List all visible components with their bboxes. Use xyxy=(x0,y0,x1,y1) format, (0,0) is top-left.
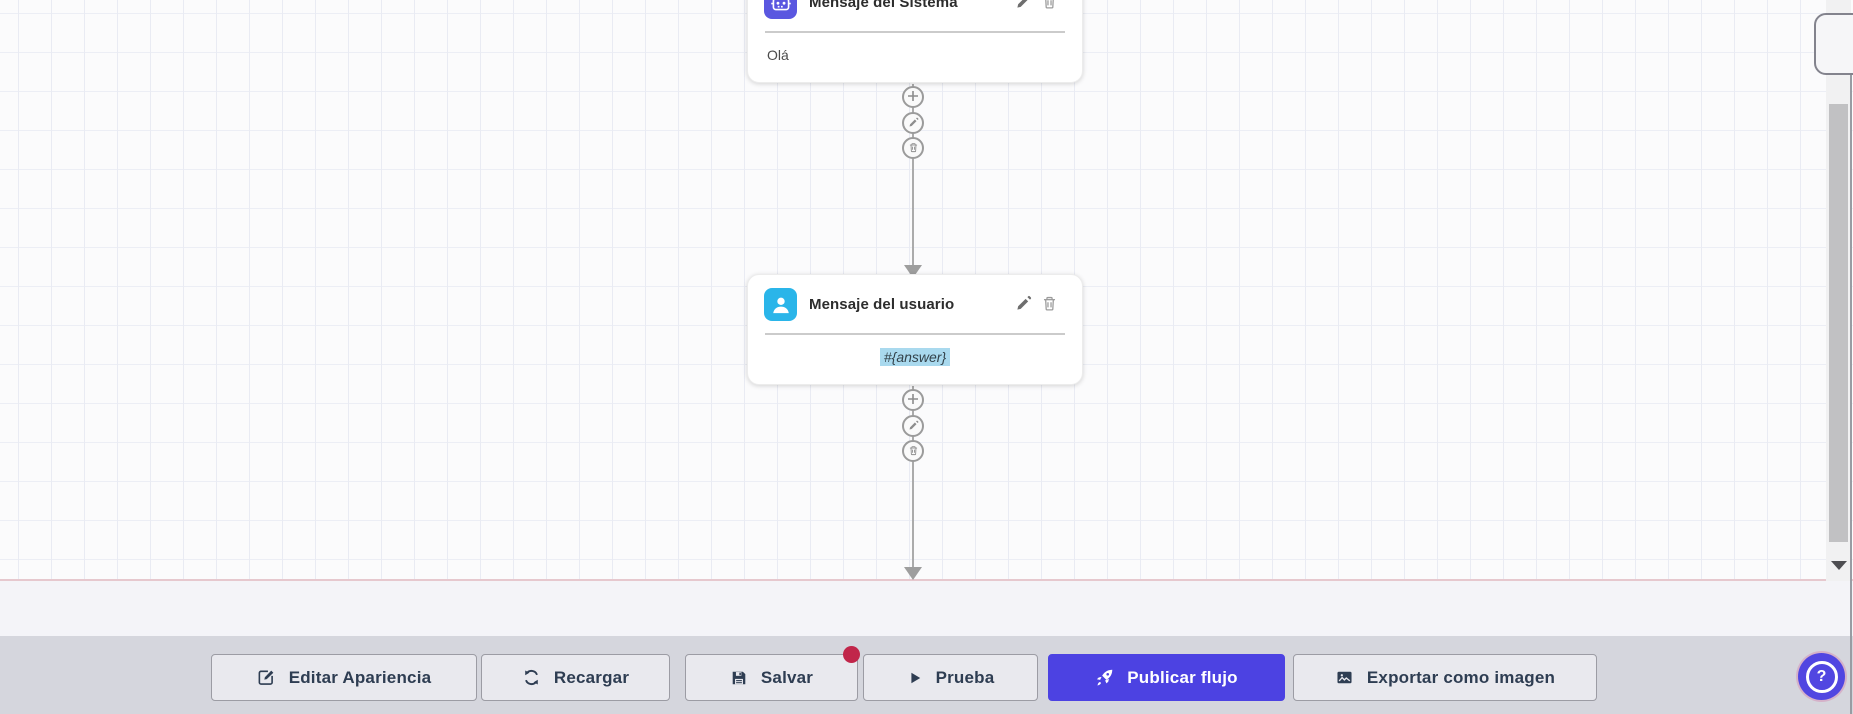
edit-node-button[interactable] xyxy=(1015,0,1032,13)
canvas-footer-strip xyxy=(0,581,1853,636)
scrollbar-down-arrow-icon[interactable] xyxy=(1831,561,1847,570)
question-mark-icon: ? xyxy=(1805,660,1838,693)
connector-line xyxy=(912,386,914,568)
pencil-icon xyxy=(1015,0,1032,13)
image-icon xyxy=(1335,668,1354,687)
node-divider xyxy=(765,333,1065,335)
add-node-button[interactable] xyxy=(902,389,924,411)
button-label: Editar Apariencia xyxy=(288,667,432,687)
node-user-message[interactable]: Mensaje del usuario #{answer} xyxy=(747,274,1083,385)
flow-canvas[interactable]: Mensaje del Sistema Olá xyxy=(0,0,1853,581)
node-header: Mensaje del usuario xyxy=(748,275,1082,333)
pencil-icon xyxy=(1015,295,1032,315)
node-actions xyxy=(1015,0,1058,13)
trash-icon xyxy=(908,444,919,459)
edit-connector-button[interactable] xyxy=(902,112,924,134)
rocket-icon xyxy=(1095,668,1114,687)
delete-node-button[interactable] xyxy=(1041,0,1058,13)
button-label: Publicar flujo xyxy=(1127,667,1238,687)
node-header: Mensaje del Sistema xyxy=(748,0,1082,31)
connector-line xyxy=(912,84,914,266)
button-label: Salvar xyxy=(760,667,814,687)
button-label: Recargar xyxy=(553,667,630,687)
delete-connector-button[interactable] xyxy=(902,137,924,159)
publish-flow-button[interactable]: Publicar flujo xyxy=(1048,654,1285,701)
refresh-icon xyxy=(522,668,541,687)
bottom-toolbar: Editar Apariencia Recargar xyxy=(0,636,1853,714)
export-image-button[interactable]: Exportar como imagen xyxy=(1293,654,1597,701)
scrollbar-thumb[interactable] xyxy=(1829,104,1848,542)
save-button[interactable]: Salvar xyxy=(685,646,860,701)
unsaved-changes-badge xyxy=(843,646,860,663)
connector-arrowhead xyxy=(904,567,922,580)
node-title: Mensaje del usuario xyxy=(809,296,955,313)
node-body-text: #{answer} xyxy=(748,335,1082,384)
plus-icon xyxy=(907,90,919,105)
node-divider xyxy=(765,31,1065,33)
trash-icon xyxy=(908,141,919,156)
delete-node-button[interactable] xyxy=(1041,295,1058,315)
answer-variable-token[interactable]: #{answer} xyxy=(879,348,951,366)
button-label: Prueba xyxy=(935,667,995,687)
help-button[interactable]: ? xyxy=(1798,653,1845,700)
trash-icon xyxy=(1041,295,1058,315)
play-icon xyxy=(907,670,923,686)
vertical-scrollbar[interactable] xyxy=(1826,0,1851,581)
plus-icon xyxy=(907,393,919,408)
pencil-icon xyxy=(908,116,919,131)
reload-button[interactable]: Recargar xyxy=(481,654,670,701)
trash-icon xyxy=(1041,0,1058,13)
offscreen-corner-panel xyxy=(1814,13,1853,75)
help-label: ? xyxy=(1816,667,1827,685)
save-icon xyxy=(730,669,748,687)
node-actions xyxy=(1015,295,1058,315)
delete-connector-button[interactable] xyxy=(902,440,924,462)
edit-icon xyxy=(257,668,276,687)
edit-appearance-button[interactable]: Editar Apariencia xyxy=(211,654,477,701)
test-button[interactable]: Prueba xyxy=(863,654,1038,701)
edit-node-button[interactable] xyxy=(1015,295,1032,315)
robot-icon xyxy=(764,0,797,19)
node-body-text: Olá xyxy=(767,47,789,63)
pencil-icon xyxy=(908,419,919,434)
button-label: Exportar como imagen xyxy=(1366,667,1556,687)
user-icon xyxy=(764,288,797,321)
node-title: Mensaje del Sistema xyxy=(809,0,958,11)
window-edge-divider xyxy=(1850,70,1852,714)
edit-connector-button[interactable] xyxy=(902,415,924,437)
add-node-button[interactable] xyxy=(902,86,924,108)
node-system-message[interactable]: Mensaje del Sistema Olá xyxy=(747,0,1083,83)
